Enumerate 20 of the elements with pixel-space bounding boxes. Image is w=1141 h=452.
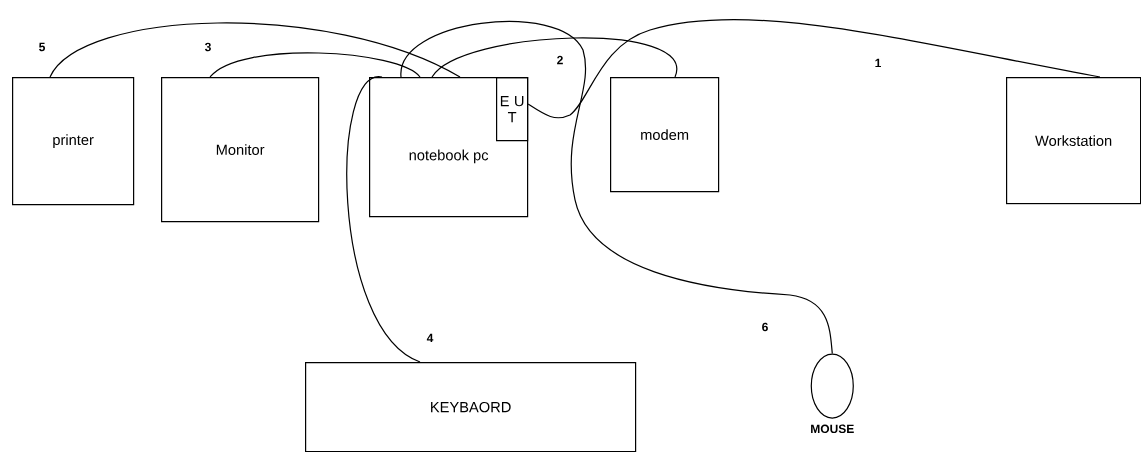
device-box: modem — [610, 77, 720, 193]
device-box: Workstation — [1006, 77, 1141, 205]
edge-label: 3 — [203, 41, 213, 53]
device-box: KEYBAORD — [305, 362, 637, 452]
device-box: printer — [12, 77, 135, 206]
cable — [346, 76, 421, 363]
cable — [431, 37, 677, 78]
label-box: E U T — [496, 77, 529, 142]
cable — [49, 22, 461, 78]
edge-label: 4 — [425, 332, 435, 344]
edge-label: 2 — [555, 54, 565, 66]
edge-label: 5 — [37, 41, 47, 53]
cable — [209, 52, 421, 78]
cable — [527, 18, 1101, 119]
ellipse-node — [810, 353, 854, 419]
edge-label: 1 — [873, 57, 883, 69]
device-box: Monitor — [161, 77, 320, 223]
cable — [400, 20, 833, 355]
edge-label: 6 — [760, 321, 770, 333]
device-caption: MOUSE — [811, 424, 854, 434]
